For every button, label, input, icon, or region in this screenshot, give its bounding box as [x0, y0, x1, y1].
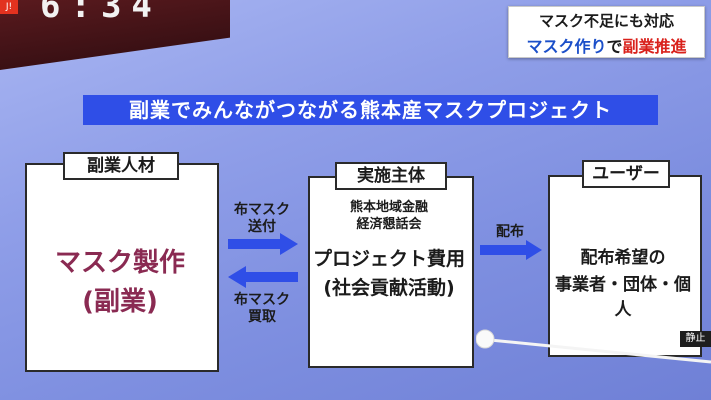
distribute-label: 配布	[496, 224, 524, 240]
send-mask-label: 布マスク 送付	[222, 202, 302, 236]
arrow-left-icon	[228, 266, 298, 288]
project-title-banner: 副業でみんながつながる熊本産マスクプロジェクト	[83, 95, 658, 125]
organizer-label: 実施主体	[335, 162, 447, 190]
clock-tag: J!	[0, 0, 18, 14]
news-caption: マスク不足にも対応 マスク作りで副業推進	[508, 6, 705, 58]
clock-time: 6:34	[40, 0, 162, 26]
caption-line2: マスク作りで副業推進	[509, 33, 704, 57]
send-mask-line2: 送付	[248, 219, 276, 235]
distribute-arrow-icon	[480, 240, 542, 260]
organizer-name-line2: 経済懇話会	[356, 217, 422, 232]
organizer-box	[308, 176, 474, 368]
pointer-stick-icon	[476, 329, 711, 364]
side-job-worker-label: 副業人材	[63, 152, 179, 180]
buy-mask-label: 布マスク 買取	[222, 292, 302, 326]
send-mask-line1: 布マスク	[234, 202, 290, 218]
organizer-name-line1: 熊本地域金融	[349, 200, 428, 215]
caption-mask-making: マスク作り	[526, 37, 607, 56]
buy-mask-line2: 買取	[248, 309, 276, 325]
side-job-worker-box	[25, 163, 219, 372]
user-line1: 配布希望の	[580, 248, 666, 268]
caption-line1: マスク不足にも対応	[538, 12, 674, 30]
arrow-right-icon	[228, 233, 298, 255]
side-job-note: (副業)	[82, 287, 158, 317]
project-cost-text: プロジェクト費用	[312, 248, 465, 270]
still-image-badge: 静止	[680, 331, 711, 347]
buy-mask-line1: 布マスク	[234, 292, 290, 308]
mask-production-text: マスク製作	[54, 248, 185, 278]
caption-side-job: 副業推進	[622, 37, 687, 56]
user-label: ユーザー	[582, 160, 670, 188]
caption-de: で	[606, 37, 623, 56]
user-line2: 事業者・団体・個人	[555, 275, 691, 320]
social-contribution-text: (社会貢献活動)	[323, 277, 455, 299]
